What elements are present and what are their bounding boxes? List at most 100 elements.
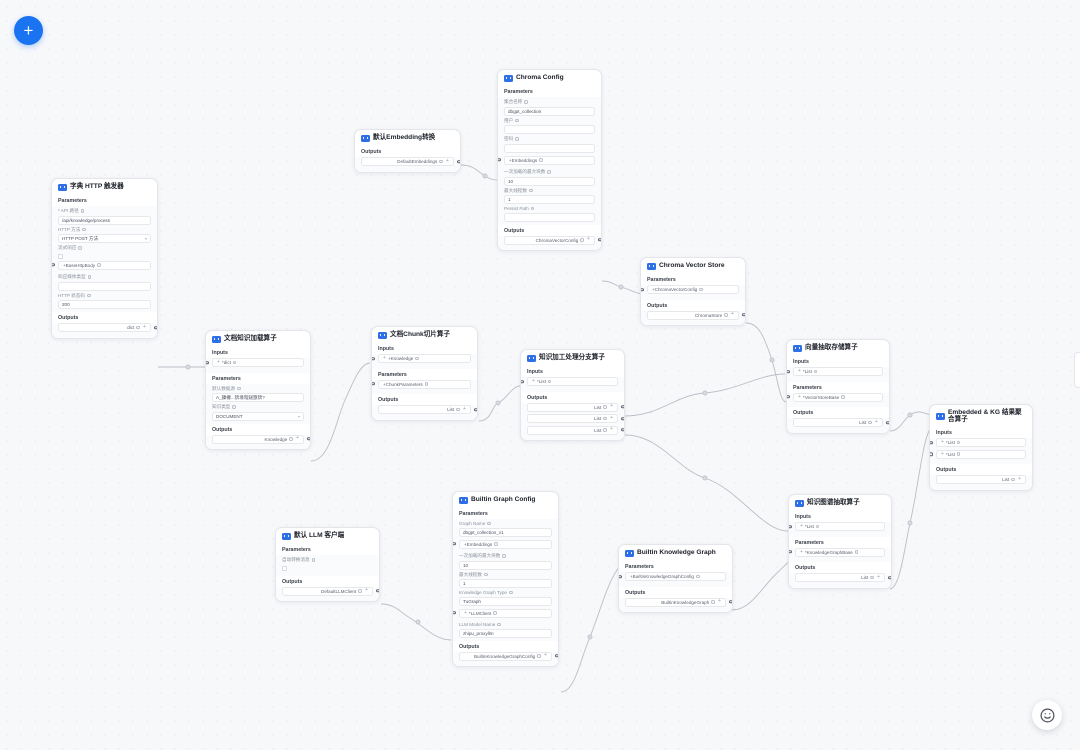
knowledge-type-select[interactable]: DOCUMENT▾ xyxy=(212,411,304,421)
response-media-type-input[interactable] xyxy=(58,281,151,291)
output-port-row[interactable]: BuiltinKnowledgeGraph + xyxy=(625,597,732,607)
add-output-icon[interactable]: + xyxy=(717,598,721,605)
node-vector-extract-store[interactable]: 向量抽取存储算子 Inputs + *List Parameters + *Ve… xyxy=(786,339,890,434)
info-icon[interactable] xyxy=(87,275,92,279)
info-icon[interactable] xyxy=(528,188,533,193)
output-port-row[interactable]: List + xyxy=(936,475,1026,485)
output-port-row[interactable]: List + xyxy=(795,573,891,582)
info-icon[interactable] xyxy=(603,416,607,421)
output-port[interactable] xyxy=(888,575,891,580)
add-input-icon[interactable]: + xyxy=(798,368,801,374)
node-knowledge-branch[interactable]: 知识加工处理分支算子 Inputs + *List Outputs List +… xyxy=(520,349,625,441)
info-icon[interactable] xyxy=(483,572,488,577)
info-icon[interactable] xyxy=(813,369,818,374)
info-icon[interactable] xyxy=(815,524,820,529)
info-icon[interactable] xyxy=(547,170,551,174)
info-icon[interactable] xyxy=(724,313,728,317)
add-output-icon[interactable]: + xyxy=(462,405,466,412)
node-doc-knowledge-loader[interactable]: 文档知识加载算子 Inputs + *dict Parameters 默认数据源… xyxy=(205,330,311,450)
info-icon[interactable] xyxy=(497,622,501,627)
info-icon[interactable] xyxy=(956,452,961,456)
info-icon[interactable] xyxy=(358,589,362,593)
node-http-trigger[interactable]: 字典 HTTP 触发器 Parameters * API 路径 /api/kno… xyxy=(51,178,158,339)
node-join[interactable]: Embedded & KG 结果聚合算子 Inputs + *List + *L… xyxy=(929,404,1033,491)
add-output-icon[interactable]: + xyxy=(730,311,734,318)
info-icon[interactable] xyxy=(956,440,961,445)
input-port-row[interactable]: + +Knowledge xyxy=(372,354,471,363)
info-icon[interactable] xyxy=(699,287,703,292)
add-node-button[interactable]: + xyxy=(14,16,43,45)
persist-path-input[interactable] xyxy=(504,212,595,222)
input-port[interactable] xyxy=(930,440,933,445)
info-icon[interactable] xyxy=(311,558,316,562)
info-icon[interactable] xyxy=(515,137,519,141)
edge-midpoint-dot[interactable] xyxy=(702,390,708,396)
node-chroma-config[interactable]: Chroma Config Parameters 集合名称 dbgpt_coll… xyxy=(497,69,602,251)
output-port[interactable] xyxy=(457,159,460,164)
node-builtin-knowledge-graph[interactable]: Builtin Knowledge Graph Parameters +Buil… xyxy=(618,544,733,613)
edge-midpoint-dot[interactable] xyxy=(769,357,775,363)
output-port[interactable] xyxy=(621,428,624,432)
output-port-row[interactable]: List + xyxy=(527,425,624,435)
input-port[interactable] xyxy=(641,287,644,292)
param-port-builtinkgconfig[interactable]: +BuiltinKnowledgeGraphConfig xyxy=(619,572,726,581)
param-port-knowledgegraphbase[interactable]: + *KnowledgeGraphBase xyxy=(789,547,885,557)
info-icon[interactable] xyxy=(530,206,535,211)
output-port[interactable] xyxy=(376,589,379,593)
input-port-row[interactable]: + *List xyxy=(930,438,1026,448)
info-icon[interactable] xyxy=(1011,477,1015,482)
node-doc-chunk[interactable]: 文档Chunk切片算子 Inputs + +Knowledge Paramete… xyxy=(371,326,478,421)
info-icon[interactable] xyxy=(493,611,497,615)
password-input[interactable] xyxy=(504,143,595,153)
output-port-row[interactable]: ChromaStore + xyxy=(647,310,745,320)
info-icon[interactable] xyxy=(870,575,874,580)
param-port-embeddings[interactable]: +Embeddings xyxy=(453,539,552,549)
output-port-row[interactable]: List + xyxy=(527,402,624,412)
info-icon[interactable] xyxy=(868,420,872,425)
input-port-row[interactable]: + *List xyxy=(930,449,1026,459)
info-icon[interactable] xyxy=(711,600,715,604)
info-icon[interactable] xyxy=(537,654,541,658)
add-output-icon[interactable]: + xyxy=(1017,475,1021,482)
input-port-row[interactable]: + *dict xyxy=(206,358,304,367)
datasource-input[interactable]: A_鏁欏...锛堟暟鎹簱锛? xyxy=(212,393,304,402)
output-port-row[interactable]: dict + xyxy=(58,323,157,332)
input-port-row[interactable]: + *List xyxy=(787,367,883,376)
input-port[interactable] xyxy=(619,574,622,579)
info-icon[interactable] xyxy=(236,386,241,391)
kg-type-input[interactable]: TuGraph xyxy=(459,596,552,606)
add-output-icon[interactable]: + xyxy=(543,652,547,659)
input-port[interactable] xyxy=(453,611,456,615)
info-icon[interactable] xyxy=(502,554,506,558)
input-port[interactable] xyxy=(521,379,524,384)
node-kg-extract[interactable]: 知识图谱抽取算子 Inputs + *List Parameters + *Kn… xyxy=(788,494,892,589)
info-icon[interactable] xyxy=(841,395,845,399)
node-default-llm-client[interactable]: 默认 LLM 客户端 Parameters 自动转换消息 Outputs Def… xyxy=(275,527,380,602)
add-output-icon[interactable]: + xyxy=(364,587,368,594)
info-icon[interactable] xyxy=(415,356,419,361)
edge-midpoint-dot[interactable] xyxy=(415,619,421,625)
info-icon[interactable] xyxy=(439,159,443,164)
max-chunks-input[interactable]: 10 xyxy=(459,560,552,570)
info-icon[interactable] xyxy=(539,158,543,162)
user-input[interactable] xyxy=(504,125,595,134)
output-port[interactable] xyxy=(307,437,310,441)
streaming-checkbox[interactable] xyxy=(58,254,63,259)
add-param-icon[interactable]: + xyxy=(464,609,467,616)
output-port[interactable] xyxy=(621,416,624,421)
input-port[interactable] xyxy=(787,395,790,399)
input-port[interactable] xyxy=(789,524,792,529)
info-icon[interactable] xyxy=(424,382,429,386)
output-port-row[interactable]: ChromaVectorConfig + xyxy=(504,235,601,245)
output-port[interactable] xyxy=(474,407,477,412)
add-output-icon[interactable]: + xyxy=(142,323,146,330)
info-icon[interactable] xyxy=(494,542,498,546)
max-chunks-input[interactable]: 10 xyxy=(504,176,595,186)
http-method-select[interactable]: HTTP POST 方法▾ xyxy=(58,234,151,243)
param-port-embeddings[interactable]: +Embeddings xyxy=(498,155,595,165)
collection-name-input[interactable]: dbgpt_collection xyxy=(504,106,595,116)
add-output-icon[interactable]: + xyxy=(586,236,590,243)
edge-midpoint-dot[interactable] xyxy=(495,400,501,406)
output-port[interactable] xyxy=(729,600,732,604)
